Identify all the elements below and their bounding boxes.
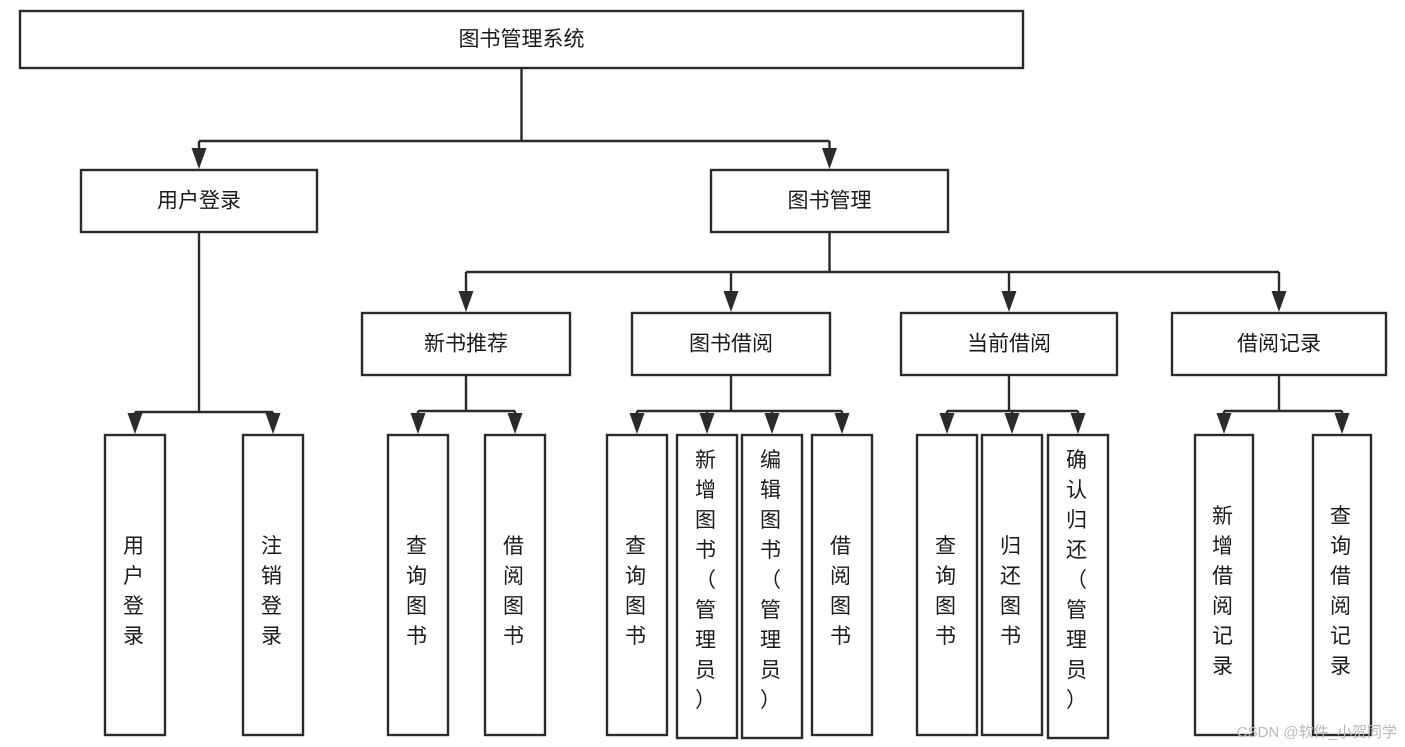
node-label: 查询借阅记录 [1330, 505, 1354, 678]
node-label: 查询图书 [406, 535, 430, 648]
arrow-head-icon [1001, 291, 1017, 312]
watermark-label: CSDN @软件_小贺同学 [1236, 724, 1397, 741]
node-l3-record[interactable]: 借阅记录 [1170, 311, 1388, 377]
node-label: 查询图书 [625, 535, 649, 648]
node-box[interactable] [605, 433, 669, 737]
node-box[interactable] [915, 433, 979, 737]
node-box[interactable] [79, 168, 319, 234]
node-leaf-cb-return[interactable]: 归还图书 [980, 433, 1044, 737]
node-l3-borrow[interactable]: 图书借阅 [630, 311, 832, 377]
node-box[interactable] [675, 433, 739, 740]
node-box[interactable] [386, 433, 450, 737]
node-leaf-bb-add[interactable]: 新增图书（管理员） [675, 433, 739, 740]
arrow-head-icon [834, 413, 850, 434]
arrow-head-icon [629, 413, 645, 434]
node-l3-current[interactable]: 当前借阅 [899, 311, 1119, 377]
node-label: 归还图书 [1000, 535, 1024, 648]
node-label: 当前借阅 [967, 333, 1051, 356]
node-l2-book-manage[interactable]: 图书管理 [709, 168, 950, 234]
node-leaf-bb-edit[interactable]: 编辑图书（管理员） [740, 433, 804, 740]
node-leaf-user-login[interactable]: 用户登录 [103, 433, 167, 737]
arrow-head-icon [1070, 413, 1086, 434]
arrow-head-icon [723, 291, 739, 312]
arrow-head-icon [127, 413, 143, 434]
node-box[interactable] [241, 433, 305, 737]
arrow-head-icon [191, 148, 207, 169]
arrow-head-icon [1216, 413, 1232, 434]
node-box[interactable] [18, 9, 1025, 70]
node-label: 新增借阅记录 [1212, 505, 1236, 678]
node-leaf-rec-add[interactable]: 新增借阅记录 [1193, 433, 1255, 737]
node-l3-new-book[interactable]: 新书推荐 [360, 311, 572, 377]
node-box[interactable] [810, 433, 874, 737]
node-leaf-bb-borrow[interactable]: 借阅图书 [810, 433, 874, 737]
nodes-layer: 图书管理系统用户登录图书管理新书推荐图书借阅当前借阅借阅记录用户登录注销登录查询… [18, 9, 1388, 740]
node-label: 借阅图书 [830, 535, 854, 648]
node-l2-user-login[interactable]: 用户登录 [79, 168, 319, 234]
node-label: 借阅图书 [503, 535, 527, 648]
arrow-head-icon [822, 148, 837, 169]
node-leaf-cb-confirm[interactable]: 确认归还（管理员） [1046, 433, 1110, 740]
arrow-head-icon [699, 413, 715, 434]
node-label: 图书借阅 [689, 333, 773, 356]
node-box[interactable] [360, 311, 572, 377]
arrow-head-icon [265, 413, 281, 434]
arrow-head-icon [410, 413, 426, 434]
node-label: 图书管理 [788, 190, 872, 213]
node-leaf-logout[interactable]: 注销登录 [241, 433, 305, 737]
node-leaf-nb-query[interactable]: 查询图书 [386, 433, 450, 737]
node-root[interactable]: 图书管理系统 [18, 9, 1025, 70]
node-label: 新书推荐 [424, 333, 508, 356]
arrow-head-icon [507, 413, 523, 434]
node-box[interactable] [483, 433, 547, 737]
node-leaf-bb-query[interactable]: 查询图书 [605, 433, 669, 737]
node-label: 图书管理系统 [459, 28, 585, 51]
node-box[interactable] [709, 168, 950, 234]
edges-layer [127, 68, 1350, 434]
node-box[interactable] [1170, 311, 1388, 377]
node-box[interactable] [1193, 433, 1255, 737]
arrow-head-icon [939, 413, 955, 434]
node-box[interactable] [740, 433, 804, 740]
arrow-head-icon [1271, 291, 1287, 312]
node-label: 确认归还（管理员） [1066, 449, 1090, 712]
node-leaf-rec-query[interactable]: 查询借阅记录 [1311, 433, 1373, 737]
node-label: 查询图书 [935, 535, 959, 648]
node-label: 用户登录 [123, 535, 147, 648]
node-label: 注销登录 [261, 535, 285, 648]
arrow-head-icon [1004, 413, 1020, 434]
node-leaf-cb-query[interactable]: 查询图书 [915, 433, 979, 737]
node-box[interactable] [980, 433, 1044, 737]
node-label: 用户登录 [157, 190, 241, 213]
arrow-head-icon [458, 291, 474, 312]
node-box[interactable] [899, 311, 1119, 377]
node-box[interactable] [103, 433, 167, 737]
node-box[interactable] [1046, 433, 1110, 740]
node-label: 新增图书（管理员） [695, 449, 719, 712]
node-label: 借阅记录 [1237, 333, 1321, 356]
arrow-head-icon [764, 413, 780, 434]
node-leaf-nb-borrow[interactable]: 借阅图书 [483, 433, 547, 737]
arrow-head-icon [1334, 413, 1350, 434]
node-box[interactable] [630, 311, 832, 377]
node-label: 编辑图书（管理员） [760, 449, 784, 712]
node-box[interactable] [1311, 433, 1373, 737]
